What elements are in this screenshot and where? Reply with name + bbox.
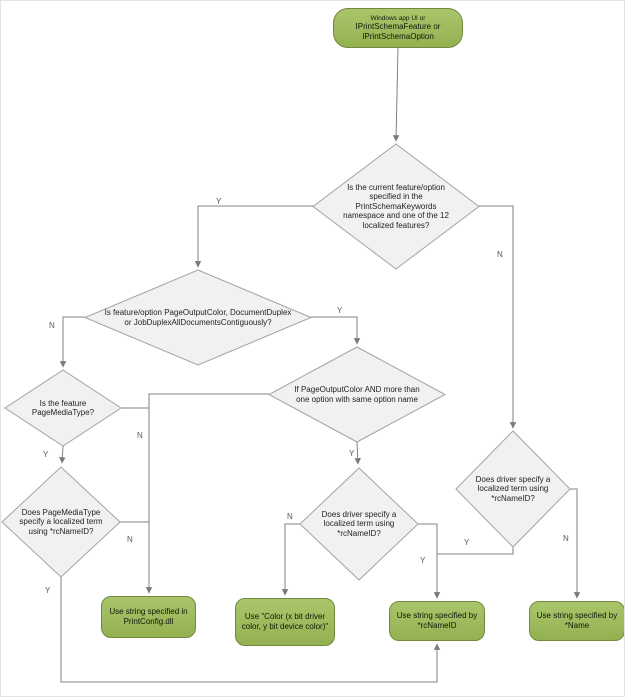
connector-d7-no-to-name bbox=[570, 488, 581, 599]
edge-label-d2-yes: Y bbox=[337, 306, 343, 315]
decision-same-option-name: If PageOutputColor AND more than one opt… bbox=[269, 347, 445, 442]
diamond-outline bbox=[456, 431, 570, 547]
connector-d1-no-to-d7 bbox=[479, 205, 517, 429]
decision-label: If PageOutputColor AND more than one opt… bbox=[294, 385, 420, 404]
decision-driver-rcnameid-right: Does driver specify a localized term usi… bbox=[456, 431, 570, 547]
terminal-use-color: Use "Color (x bit driver color, y bit de… bbox=[235, 598, 335, 646]
diamond-outline bbox=[313, 144, 479, 269]
terminal-rcnameid: Use string specified by *rcNameID bbox=[389, 601, 485, 641]
terminal-name: Use string specified by *Name bbox=[529, 601, 624, 641]
diamond-shape bbox=[2, 467, 120, 577]
terminal-label: Use string specified by *rcNameID bbox=[396, 611, 478, 630]
decision-pagemediatype-rcnameid: Does PageMediaType specify a localized t… bbox=[2, 467, 120, 577]
terminal-label: Use string specified in PrintConfig.dll bbox=[109, 607, 188, 626]
decision-label: Does driver specify a localized term usi… bbox=[321, 509, 397, 538]
start-node-label-small: Windows app UI or bbox=[370, 14, 426, 22]
terminal-printconfig-dll: Use string specified in PrintConfig.dll bbox=[101, 596, 196, 638]
edge-label-d1-yes: Y bbox=[216, 197, 222, 206]
edge-label-d6-yes: Y bbox=[420, 556, 426, 565]
decision-schema-keywords: Is the current feature/option specified … bbox=[313, 144, 479, 269]
edge-label-d1-no: N bbox=[497, 250, 503, 259]
start-node: Windows app UI or IPrintSchemaFeature or… bbox=[333, 8, 463, 48]
diamond-shape bbox=[300, 468, 418, 580]
edge-label-trunk-no: N bbox=[137, 431, 143, 440]
edge-label-d6-no: N bbox=[287, 512, 293, 521]
decision-pageoutputcolor-feature: Is feature/option PageOutputColor, Docum… bbox=[85, 270, 311, 365]
connector-start-to-d1 bbox=[392, 47, 400, 142]
edge-label-d7-yes: Y bbox=[464, 538, 470, 547]
terminal-label: Use "Color (x bit driver color, y bit de… bbox=[241, 612, 329, 631]
connector-d2-yes-to-d4 bbox=[311, 316, 361, 345]
diamond-shape bbox=[456, 431, 570, 547]
decision-label: Does driver specify a localized term usi… bbox=[475, 474, 551, 503]
connector-d6-no-to-usecolor bbox=[281, 523, 300, 596]
connector-d2-no-to-d3 bbox=[59, 316, 85, 368]
diamond-outline bbox=[269, 347, 445, 442]
connector-d3-yes-to-d5 bbox=[59, 445, 66, 464]
diamond-outline bbox=[5, 370, 121, 446]
edge-label-d5-yes: Y bbox=[45, 586, 51, 595]
edge-label-d2-no: N bbox=[49, 321, 55, 330]
terminal-label: Use string specified by *Name bbox=[536, 611, 618, 630]
diamond-outline bbox=[85, 270, 311, 365]
connector-d7-yes-merge bbox=[437, 547, 514, 555]
decision-driver-rcnameid-middle: Does driver specify a localized term usi… bbox=[300, 468, 418, 580]
diamond-outline bbox=[300, 468, 418, 580]
diamond-outline bbox=[2, 467, 120, 577]
diamond-shape bbox=[5, 370, 121, 446]
decision-label: Does PageMediaType specify a localized t… bbox=[19, 507, 103, 536]
connector-d1-yes-to-d2 bbox=[194, 205, 313, 268]
connector-trunk-to-printconfig bbox=[145, 393, 269, 594]
edge-label-d3-yes: Y bbox=[43, 450, 49, 459]
edge-label-d5-no: N bbox=[127, 535, 133, 544]
start-node-label: IPrintSchemaFeature or IPrintSchemaOptio… bbox=[355, 22, 441, 41]
diamond-shape bbox=[269, 347, 445, 442]
edge-label-d7-no: N bbox=[563, 534, 569, 543]
edge-label-d4-yes: Y bbox=[349, 449, 355, 458]
diamond-shape bbox=[85, 270, 311, 365]
decision-label: Is the feature PageMediaType? bbox=[31, 398, 95, 417]
diamond-shape bbox=[313, 144, 479, 269]
decision-label: Is the current feature/option specified … bbox=[343, 182, 449, 230]
connector-d4-yes-to-d6 bbox=[354, 441, 361, 465]
connector-d5-yes-bottom-to-rcnameid bbox=[60, 577, 441, 683]
decision-pagemediatype: Is the feature PageMediaType? bbox=[5, 370, 121, 446]
decision-label: Is feature/option PageOutputColor, Docum… bbox=[104, 308, 292, 327]
connector-d6-yes-to-rcnameid bbox=[418, 523, 441, 599]
